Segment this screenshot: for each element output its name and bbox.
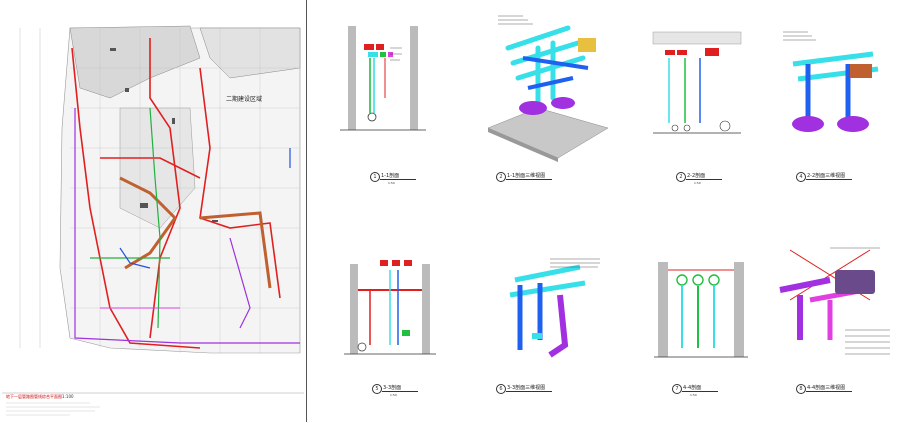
view-2-underline: [506, 179, 552, 180]
section-3-drawing: [652, 31, 742, 134]
view-1-scale: 1:50: [388, 181, 395, 185]
view-5-scale: 1:50: [390, 393, 397, 397]
section-6-3d-drawing: [509, 258, 600, 358]
section-view-5: [340, 250, 440, 360]
plan-title: 地下一层管路图管线综合平面图: [6, 394, 62, 399]
view-7-caption: 4-4剖面: [683, 385, 702, 391]
view-3-caption: 2-2剖面: [687, 173, 706, 179]
view-2-caption: 1-1剖面三维视图: [507, 173, 546, 179]
section-4-3d-drawing: [783, 31, 879, 132]
view-3-number: 2: [676, 172, 686, 182]
view-8-underline: [806, 391, 852, 392]
view-6-caption: 3-3剖面三维视图: [507, 385, 546, 391]
view-7-underline: [682, 391, 718, 392]
view-8-caption: 4-4剖面三维视图: [807, 385, 846, 391]
view-1-caption: 1-1剖面: [381, 173, 400, 179]
view-4-underline: [806, 179, 852, 180]
section-8-3d-drawing: [779, 247, 890, 355]
section-2-3d-drawing: [487, 15, 609, 162]
view-1-underline: [380, 179, 416, 180]
section-1-drawing: [340, 26, 426, 131]
zone-label: 二期建设区域: [226, 96, 263, 103]
view-1-number: 1: [370, 172, 380, 182]
section-view-3: [645, 28, 745, 143]
floor-plan-drawing: [2, 25, 304, 416]
section-5-drawing: [344, 260, 436, 355]
view-4-number: 4: [796, 172, 806, 182]
view-5-number: 5: [372, 384, 382, 394]
section-view-1: [330, 18, 430, 138]
view-5-underline: [382, 391, 418, 392]
section-3d-view-6: [490, 255, 610, 365]
plan-scale: 1:100: [62, 394, 74, 399]
section-3d-view-8: [770, 240, 895, 370]
floor-plan: 二期建设区域 地下一层管路图管线综合平面图 1:100: [0, 8, 306, 418]
view-8-number: 8: [796, 384, 806, 394]
section-view-7: [650, 258, 750, 363]
view-6-number: 6: [496, 384, 506, 394]
view-6-underline: [506, 391, 552, 392]
view-7-scale: 1:50: [690, 393, 697, 397]
view-3-scale: 1:50: [694, 181, 701, 185]
sheet-divider: [306, 0, 307, 422]
view-5-caption: 3-3剖面: [383, 385, 402, 391]
section-7-drawing: [654, 262, 748, 358]
view-4-caption: 2-2剖面三维视图: [807, 173, 846, 179]
section-3d-view-2: [478, 8, 618, 163]
section-3d-view-4: [778, 24, 888, 149]
view-3-underline: [686, 179, 722, 180]
view-2-number: 2: [496, 172, 506, 182]
view-7-number: 7: [672, 384, 682, 394]
